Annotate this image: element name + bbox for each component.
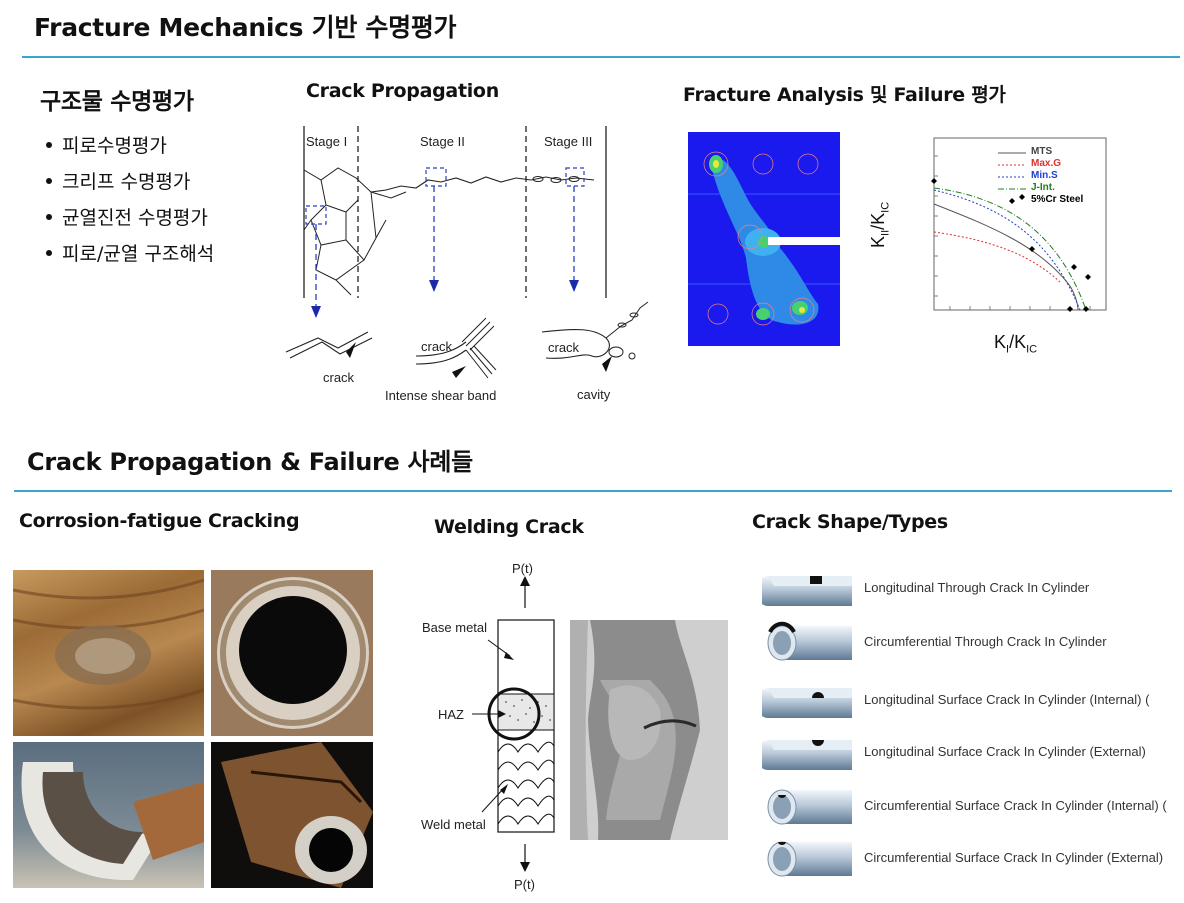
- crack-type-circumferential-surface-external: Circumferential Surface Crack In Cylinde…: [762, 836, 1182, 882]
- crack-type-circumferential-through: Circumferential Through Crack In Cylinde…: [762, 620, 1182, 666]
- shear-band-label: Intense shear band: [385, 388, 497, 403]
- failure-criteria-plot: [931, 137, 1107, 312]
- welding-heading: Welding Crack: [434, 516, 584, 538]
- fea-contour-image: [688, 132, 840, 346]
- title-divider: [22, 56, 1180, 58]
- cavity-label: cavity: [577, 387, 611, 402]
- circumferential-surface-internal-icon: [767, 789, 852, 825]
- plot-ylabel: KII/KIC: [868, 201, 892, 248]
- bullet-icon: [46, 249, 52, 256]
- bullet-icon: [46, 141, 52, 148]
- stage-2-label: Stage II: [420, 134, 465, 149]
- list-item: 크리프 수명평가: [38, 164, 214, 200]
- p-bottom-label: P(t): [514, 877, 535, 892]
- crack-label-stage3: crack: [548, 340, 580, 355]
- crack-type-longitudinal-through: Longitudinal Through Crack In Cylinder: [762, 566, 1182, 612]
- circumferential-surface-external-icon: [767, 841, 852, 877]
- list-item: 균열진전 수명평가: [38, 200, 214, 236]
- legend-5cr: 5%Cr Steel: [1031, 194, 1084, 205]
- stage-1-label: Stage I: [306, 134, 348, 149]
- crack-type-longitudinal-surface-internal: Longitudinal Surface Crack In Cylinder (…: [762, 678, 1182, 724]
- crack-type-circumferential-surface-internal: Circumferential Surface Crack In Cylinde…: [762, 784, 1182, 830]
- life-eval-list: 피로수명평가 크리프 수명평가 균열진전 수명평가 피로/균열 구조해석: [38, 128, 214, 272]
- crack-label-stage2: crack: [421, 339, 453, 354]
- corrosion-photo-1: [13, 570, 204, 736]
- bullet-icon: [46, 213, 52, 220]
- plot-xlabel: KI/KIC: [994, 332, 1038, 356]
- welding-diagram: [472, 576, 555, 872]
- weld-micrograph: [570, 620, 728, 840]
- legend-jint: J-Int.: [1031, 182, 1055, 193]
- fracture-analysis-heading: Fracture Analysis 및 Failure 평가: [683, 84, 1006, 106]
- crack-propagation-heading: Crack Propagation: [306, 80, 499, 102]
- legend-mts: MTS: [1031, 146, 1053, 157]
- bullet-icon: [46, 177, 52, 184]
- stage-3-label: Stage III: [544, 134, 593, 149]
- circumferential-through-icon: [767, 621, 852, 661]
- longitudinal-surface-external-icon: [762, 740, 852, 770]
- p-top-label: P(t): [512, 561, 533, 576]
- crack-label-stage1: crack: [323, 370, 355, 385]
- crack-types-heading: Crack Shape/Types: [752, 511, 948, 533]
- corrosion-photo-3: [13, 742, 204, 888]
- longitudinal-through-icon: [762, 576, 852, 606]
- longitudinal-surface-internal-icon: [762, 688, 852, 718]
- legend-maxg: Max.G: [1031, 158, 1062, 169]
- crack-type-longitudinal-surface-external: Longitudinal Surface Crack In Cylinder (…: [762, 730, 1182, 776]
- section2-heading: Crack Propagation & Failure 사례들: [27, 448, 473, 476]
- weld-metal-label: Weld metal: [421, 817, 486, 832]
- plot-legend: MTS Max.G Min.S J-Int. 5%Cr Steel: [1031, 146, 1083, 206]
- corrosion-heading: Corrosion-fatigue Cracking: [19, 510, 300, 532]
- list-item: 피로/균열 구조해석: [38, 236, 214, 272]
- list-item: 피로수명평가: [38, 128, 214, 164]
- section2-divider: [14, 490, 1172, 492]
- structure-life-heading: 구조물 수명평가: [40, 89, 194, 115]
- page-title: Fracture Mechanics 기반 수명평가: [34, 13, 457, 42]
- corrosion-photo-2: [211, 570, 373, 736]
- crack-propagation-diagram: [285, 126, 649, 379]
- base-metal-label: Base metal: [422, 620, 488, 635]
- haz-label: HAZ: [438, 707, 464, 722]
- corrosion-photo-4: [211, 742, 373, 888]
- legend-mins: Min.S: [1031, 170, 1058, 181]
